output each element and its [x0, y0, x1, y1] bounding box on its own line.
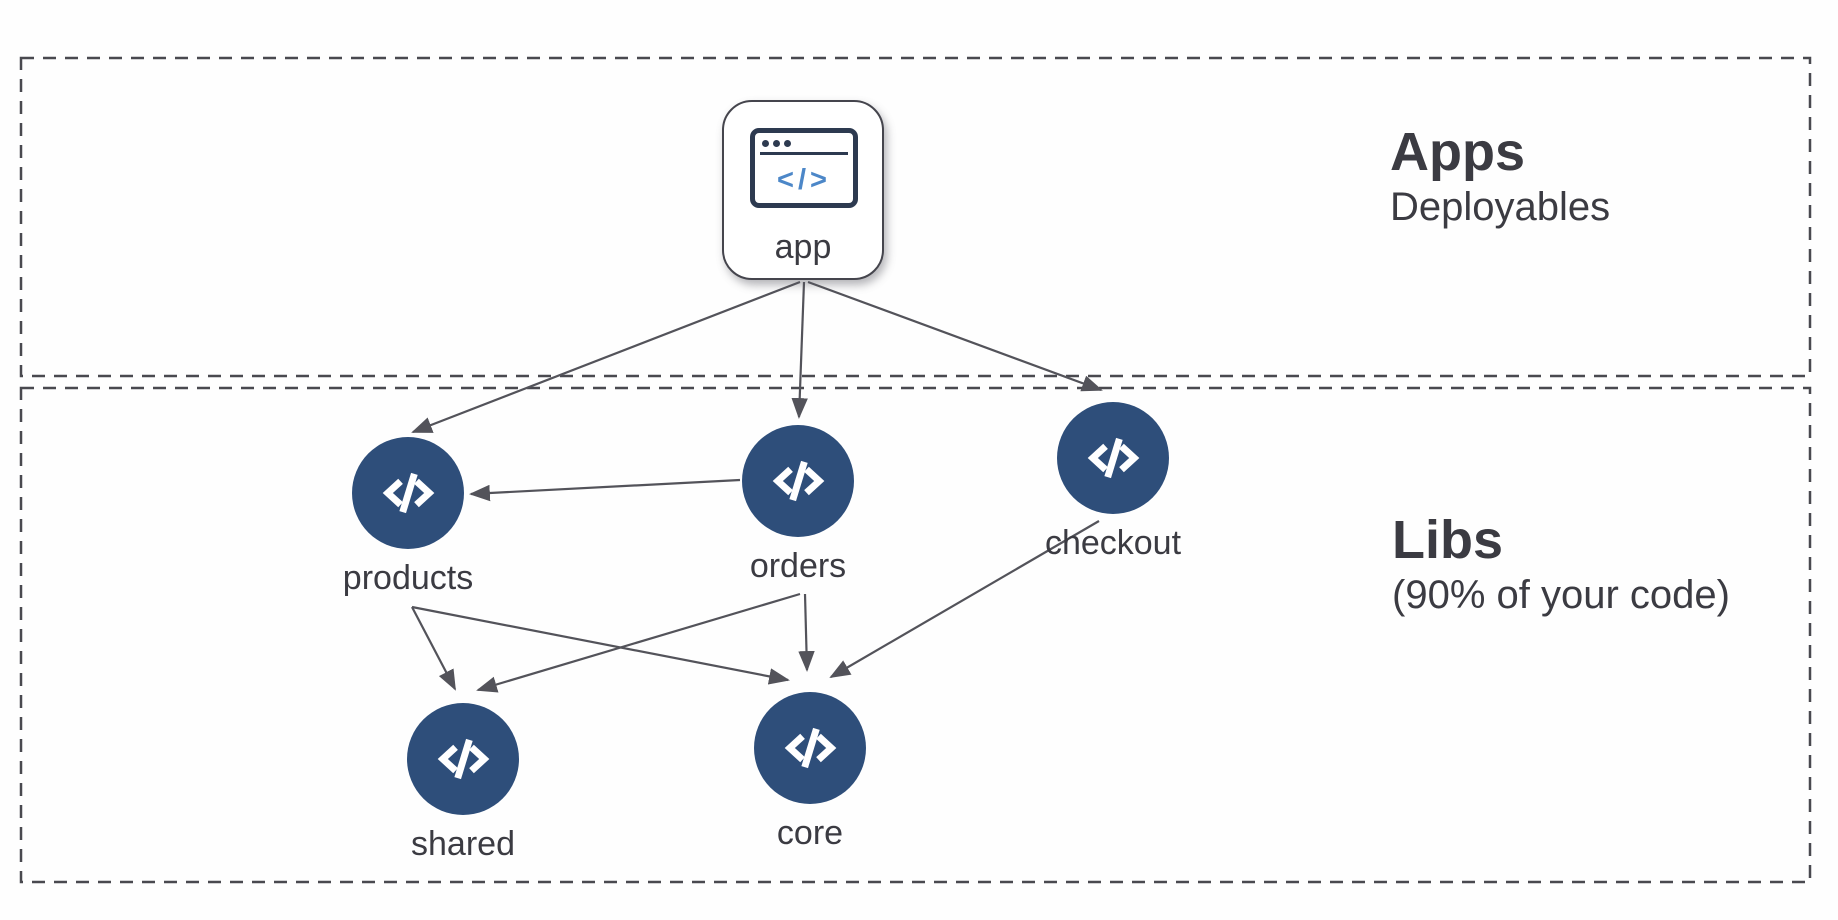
node-app: </> app	[722, 100, 884, 280]
edge-app-orders	[791, 281, 808, 419]
section-title: Libs	[1392, 510, 1504, 570]
section-label-libs: Libs (90% of your code)	[1392, 510, 1730, 620]
browser-window-icon: </>	[750, 128, 858, 208]
edge-app-products	[411, 280, 801, 434]
browser-titlebar-divider	[760, 152, 848, 155]
edge-products-shared	[411, 606, 456, 691]
node-label: shared	[411, 825, 515, 863]
edge-app-checkout	[807, 280, 1103, 392]
edge-orders-shared	[476, 592, 801, 693]
browser-dots-icon	[762, 140, 791, 147]
node-checkout: checkout	[1045, 402, 1181, 562]
code-icon	[352, 437, 464, 549]
edge-checkout-core	[829, 520, 1100, 678]
node-label: core	[776, 814, 844, 852]
apps-section-border	[19, 56, 1812, 378]
section-subtitle: Deployables	[1390, 185, 1611, 229]
node-label: products	[342, 559, 474, 597]
node-products: products	[343, 437, 473, 597]
code-glyph-icon: </>	[777, 163, 831, 196]
code-icon	[754, 692, 866, 804]
section-title: Apps	[1390, 122, 1525, 182]
code-icon	[742, 425, 854, 537]
code-icon	[1057, 402, 1169, 514]
code-icon	[407, 703, 519, 815]
node-orders: orders	[742, 425, 854, 585]
edge-orders-products	[469, 478, 741, 502]
node-core: core	[754, 692, 866, 852]
section-subtitle: (90% of your code)	[1392, 573, 1730, 617]
section-label-apps: Apps Deployables	[1390, 122, 1610, 232]
edge-products-core	[411, 605, 790, 685]
node-label: app	[774, 228, 832, 266]
node-label: orders	[749, 547, 847, 585]
libs-section-border	[19, 386, 1812, 884]
node-shared: shared	[407, 703, 519, 863]
node-label: checkout	[1044, 524, 1182, 562]
edge-orders-core	[798, 593, 815, 672]
